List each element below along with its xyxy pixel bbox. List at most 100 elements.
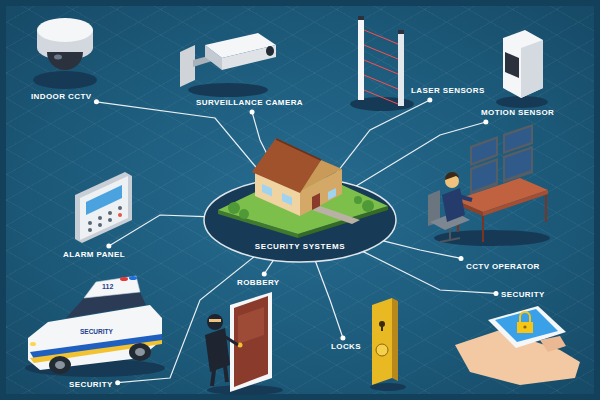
phone-security-icon bbox=[540, 336, 566, 352]
component-node: LOCKS bbox=[330, 342, 362, 352]
cctv-operator-icon bbox=[449, 228, 451, 240]
cctv-operator-icon bbox=[434, 230, 550, 246]
phone-security-icon bbox=[517, 322, 533, 333]
connector-line bbox=[356, 120, 488, 186]
alarm-panel-icon bbox=[108, 211, 112, 215]
lock-icon bbox=[370, 298, 406, 391]
connector-line bbox=[363, 252, 498, 296]
motion-sensor-icon bbox=[505, 52, 519, 78]
cctv-operator-icon bbox=[445, 172, 459, 180]
police-car-icon bbox=[25, 276, 165, 377]
robbery-icon bbox=[225, 366, 227, 382]
connector-line bbox=[331, 98, 432, 181]
alarm-panel-icon bbox=[86, 185, 122, 215]
robbery-icon bbox=[207, 314, 223, 330]
component-node: MOTION SENSOR bbox=[480, 108, 555, 118]
laser-sensor-icon bbox=[364, 45, 398, 59]
laser-sensor-icon bbox=[398, 30, 404, 34]
laser-sensor-icon bbox=[358, 16, 364, 20]
alarm-panel-icon bbox=[118, 213, 122, 217]
alarm-panel-icon bbox=[98, 216, 102, 220]
cctv-operator-icon bbox=[505, 149, 531, 179]
robbery-icon bbox=[234, 296, 268, 387]
cctv-operator-icon bbox=[428, 124, 550, 246]
police-car-icon bbox=[129, 343, 151, 361]
robbery-icon bbox=[205, 328, 230, 372]
robbery-icon bbox=[224, 336, 238, 345]
phone-security-icon bbox=[495, 309, 558, 342]
component-label: LASER SENSORS bbox=[411, 86, 485, 96]
police-car-icon bbox=[55, 361, 65, 369]
house-platform bbox=[362, 200, 374, 212]
indoor-cctv-icon bbox=[54, 55, 62, 60]
connector-path bbox=[331, 100, 430, 180]
component-label: MOTION SENSOR bbox=[481, 108, 554, 118]
laser-sensor-icon bbox=[364, 75, 398, 89]
connector-dot bbox=[494, 291, 499, 296]
component-label: ROBBERY bbox=[237, 278, 280, 288]
cctv-operator-icon bbox=[472, 161, 496, 191]
connector-path bbox=[316, 261, 343, 338]
alarm-panel-icon bbox=[75, 172, 132, 243]
component-label: LOCKS bbox=[331, 342, 361, 352]
laser-sensor-icon bbox=[364, 90, 398, 104]
house-platform bbox=[328, 188, 336, 200]
cctv-operator-icon bbox=[482, 214, 484, 242]
police-car-icon bbox=[49, 356, 71, 374]
component-label: SECURITY bbox=[501, 290, 545, 300]
connector-line bbox=[316, 261, 346, 340]
component-node: SURVEILLANCE CAMERA bbox=[195, 98, 304, 108]
component-label: SECURITY bbox=[69, 380, 113, 390]
alarm-panel-icon bbox=[98, 223, 102, 227]
hub-label: SECURITY SYSTEMS bbox=[200, 242, 400, 252]
component-node: INDOOR CCTV bbox=[30, 92, 92, 102]
robbery-icon bbox=[238, 343, 243, 348]
connector-dot bbox=[340, 336, 345, 341]
phone-security-icon bbox=[520, 312, 530, 322]
connector-line bbox=[262, 260, 274, 276]
police-car-icon bbox=[84, 276, 140, 298]
surveillance-camera-icon bbox=[180, 45, 195, 87]
laser-sensor-icon bbox=[398, 32, 404, 106]
alarm-panel-icon bbox=[88, 221, 92, 225]
surveillance-camera-icon bbox=[222, 45, 276, 70]
component-node: SECURITY bbox=[500, 290, 546, 300]
component-label: ALARM PANEL bbox=[63, 250, 125, 260]
connector-dot bbox=[427, 98, 432, 103]
house-platform bbox=[276, 139, 321, 160]
cctv-operator-icon bbox=[440, 238, 460, 242]
platform-node: SECURITY SYSTEMS bbox=[200, 130, 400, 265]
robbery-icon bbox=[238, 307, 264, 344]
police-car-icon bbox=[135, 348, 145, 356]
component-node: ROBBERY bbox=[236, 278, 281, 288]
car-marking: 112 bbox=[102, 283, 113, 291]
lock-icon bbox=[392, 298, 398, 381]
component-node: ALARM PANEL bbox=[62, 250, 126, 260]
cctv-operator-icon bbox=[483, 190, 548, 216]
surveillance-camera-icon bbox=[266, 46, 274, 56]
alarm-panel-icon bbox=[75, 172, 132, 243]
house-platform bbox=[312, 193, 320, 210]
cctv-operator-icon bbox=[442, 188, 465, 222]
connector-path bbox=[363, 252, 496, 294]
laser-sensor-icon bbox=[358, 18, 364, 100]
connector-dot bbox=[483, 120, 488, 125]
motion-sensor-icon bbox=[496, 30, 548, 108]
house-platform bbox=[262, 184, 272, 197]
indoor-cctv-icon bbox=[47, 52, 83, 70]
robbery-icon bbox=[212, 370, 214, 386]
motion-sensor-icon bbox=[496, 96, 548, 108]
cctv-operator-icon bbox=[458, 196, 472, 200]
robbery-icon bbox=[209, 319, 221, 322]
lock-icon bbox=[372, 298, 392, 385]
cctv-operator-icon bbox=[472, 139, 496, 163]
laser-sensor-icon bbox=[364, 30, 398, 44]
police-car-icon bbox=[120, 277, 128, 281]
alarm-panel-icon bbox=[88, 228, 92, 232]
police-car-icon bbox=[30, 342, 36, 346]
indoor-cctv-icon bbox=[33, 71, 97, 89]
lock-icon bbox=[381, 325, 383, 331]
house-platform bbox=[228, 202, 240, 214]
surveillance-camera-icon bbox=[188, 83, 268, 97]
